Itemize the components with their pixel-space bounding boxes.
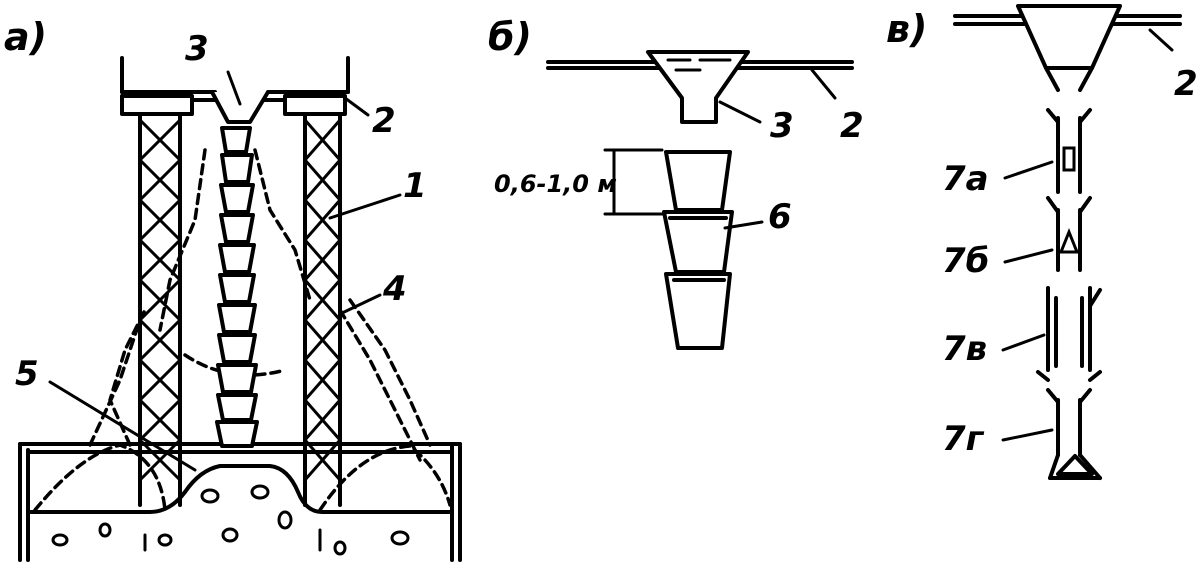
deck-platform [120,56,350,116]
label-4-concrete-flow: 4 [382,269,407,309]
scaffold-left [137,113,183,507]
label-7v: 7в [942,329,987,369]
panel-a-callouts [48,70,402,472]
label-1-scaffold: 1 [403,166,427,206]
panel-v: в) [886,4,1198,480]
hopper-b [646,50,750,124]
panel-v-callouts [1001,28,1174,442]
label-7b: 7б [942,241,989,281]
label-2-deck: 2 [372,101,396,141]
chute-section-7g [1046,388,1102,480]
dashed-concrete-piles [33,148,452,512]
hopper-b-contents [666,58,732,72]
dimension-b [603,148,664,216]
hopper-v-flares [1044,66,1094,92]
chute-section-7b [1046,196,1092,272]
label-2-deck-b: 2 [840,106,864,146]
chute-links-b [662,150,734,350]
label-5-concrete-mass: 5 [15,354,39,394]
panel-b: б) 0,6-1,0 м 3 2 [488,15,864,350]
label-7g: 7г [942,419,985,459]
panel-a: а) [4,15,462,562]
panel-a-letter: а) [4,15,47,59]
label-6-link: 6 [768,197,792,237]
panel-v-letter: в) [886,7,927,51]
hopper-v [1016,4,1122,70]
label-7a: 7а [942,159,989,199]
chute-section-7a [1046,108,1092,194]
aggregate-stones [51,484,410,556]
label-3-hopper: 3 [185,29,209,69]
panel-b-callouts [718,68,837,230]
panel-b-letter: б) [488,15,532,59]
concrete-surface [28,464,454,514]
label-2-deck-v: 2 [1174,64,1198,104]
chute-section-7v [1036,286,1102,382]
link-chute [215,126,259,448]
receiving-hopper [210,90,270,124]
dimension-label: 0,6-1,0 м [494,170,617,198]
label-3-hopper-b: 3 [770,106,794,146]
scaffold-right [303,113,342,507]
